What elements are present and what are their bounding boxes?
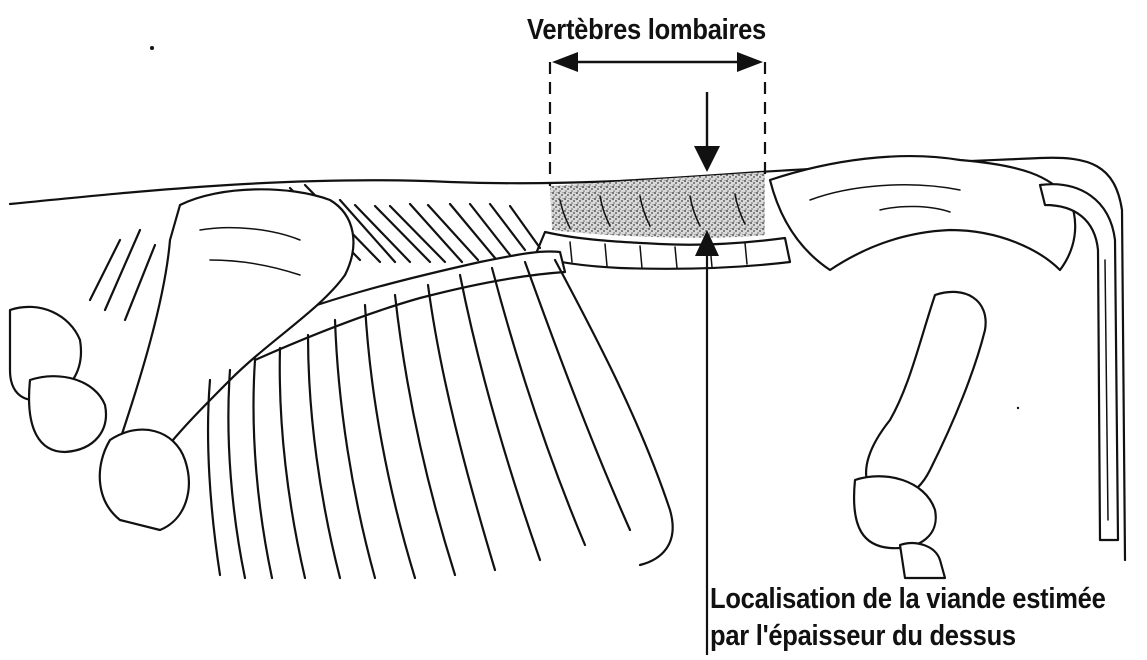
femur	[866, 292, 986, 498]
lumbar-arrow-left-head	[552, 52, 578, 72]
lumbar-arrow-right-head	[737, 52, 763, 72]
tibia	[900, 543, 945, 578]
lumbar-vertebrae-label: Vertèbres lombaires	[527, 14, 766, 47]
thickness-arrow-head	[694, 146, 720, 172]
meat-location-label-line2: par l'épaisseur du dessus	[710, 620, 1016, 653]
pelvis	[770, 156, 1075, 270]
humerus	[100, 430, 189, 530]
stifle	[854, 476, 936, 548]
meat-location-label-line1: Localisation de la viande estimée	[710, 583, 1106, 616]
